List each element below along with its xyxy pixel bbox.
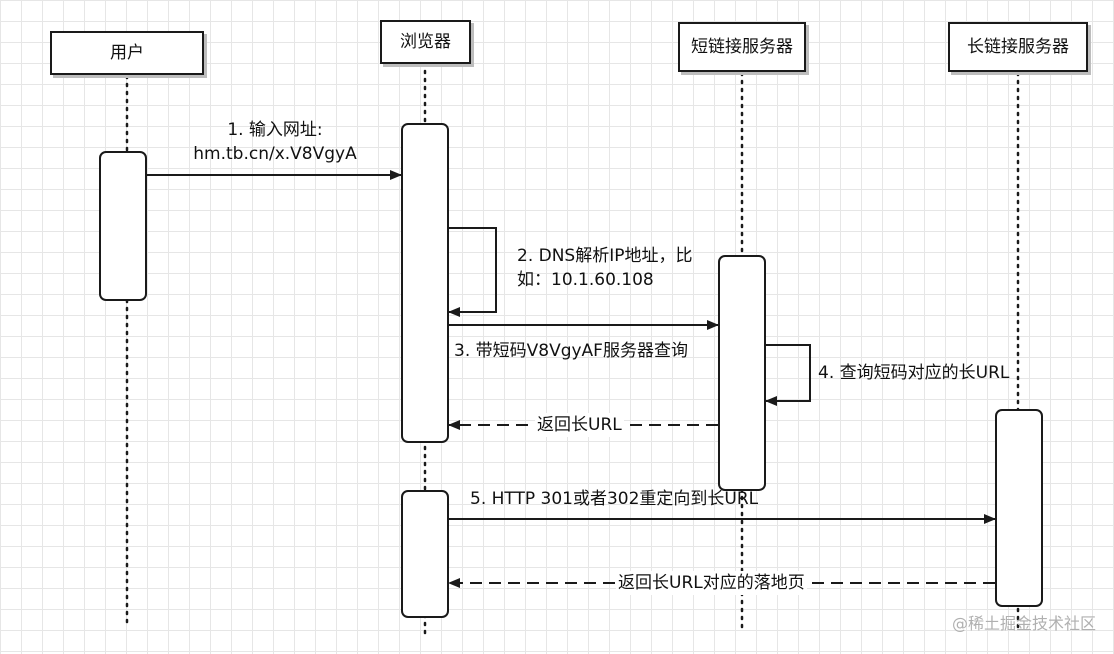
message-2-line2: 如：10.1.60.108 [517,270,654,290]
participant-short-server-label: 短链接服务器 [691,37,793,57]
watermark: @稀土掘金技术社区 [951,614,1096,633]
activation-long-server [995,409,1043,607]
participant-long-server-label: 长链接服务器 [967,37,1069,57]
participant-browser-label: 浏览器 [400,32,451,52]
activation-short-server [718,255,766,491]
activation-browser-1 [401,123,449,443]
activation-browser-2 [401,490,449,618]
message-2-line1: 2. DNS解析IP地址，比 [517,246,693,266]
message-1-line2: hm.tb.cn/x.V8VgyA [193,144,357,164]
participant-user: 用户 [50,31,204,75]
message-7-label: 返回长URL对应的落地页 [616,571,807,595]
arrow-m4 [765,344,811,406]
participant-browser: 浏览器 [380,20,471,64]
message-4-label: 4. 查询短码对应的长URL [818,363,1010,383]
message-2-label: 2. DNS解析IP地址，比 如：10.1.60.108 [517,244,693,292]
message-1-label: 1. 输入网址: hm.tb.cn/x.V8VgyA [160,118,390,166]
participant-user-label: 用户 [110,43,144,63]
message-3-label: 3. 带短码V8VgyAF服务器查询 [454,341,688,361]
message-6-label: 5. HTTP 301或者302重定向到长URL [470,489,759,509]
activation-user [99,151,147,301]
message-5-label: 返回长URL [535,413,624,437]
participant-short-server: 短链接服务器 [678,22,806,72]
message-1-line1: 1. 输入网址: [227,120,323,140]
arrow-m2 [448,227,497,317]
participant-long-server: 长链接服务器 [948,22,1088,72]
